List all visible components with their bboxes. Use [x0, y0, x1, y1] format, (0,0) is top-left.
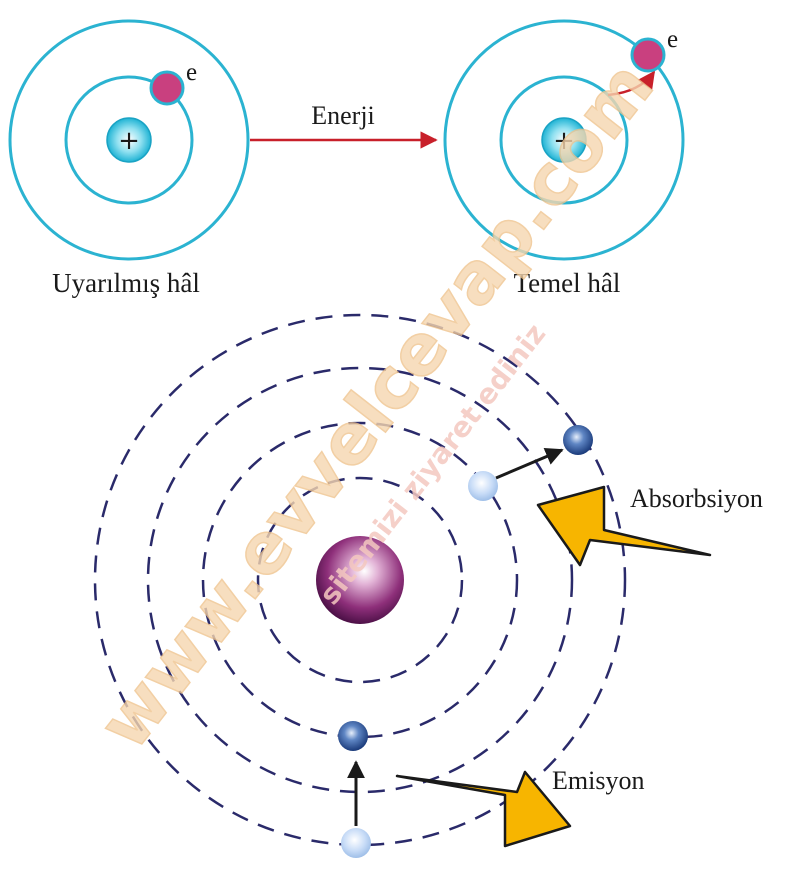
energy-label: Enerji	[311, 101, 375, 130]
watermark-main: www.evvelcevap.com	[83, 46, 669, 764]
outer-orbit-left	[8, 19, 250, 261]
dashed-orbit-3	[146, 366, 574, 794]
inner-orbit-left	[64, 75, 194, 205]
electron-label-right: e	[667, 26, 678, 53]
outer-orbit-right	[443, 19, 685, 261]
watermark: www.evvelcevap.com sitemizi ziyaret edin…	[82, 45, 670, 765]
excited-caption: Uyarılmış hâl	[52, 268, 200, 298]
inner-orbit-right	[499, 75, 629, 205]
nucleus-plus-right: +	[553, 126, 575, 156]
dashed-orbit-4	[93, 313, 627, 847]
absorption-electron-start	[468, 471, 498, 501]
nucleus-right	[541, 117, 587, 163]
emission-label: Emisyon	[552, 766, 644, 795]
transition-arrow	[607, 70, 656, 97]
emission-electron-end	[338, 721, 368, 751]
absorption-photon-arrow	[536, 485, 712, 567]
ground-caption: Temel hâl	[514, 268, 621, 298]
absorption-label: Absorbsiyon	[630, 484, 763, 513]
bohr-model	[93, 313, 627, 847]
emission-electron-start	[341, 828, 371, 858]
dashed-orbit-1	[256, 476, 464, 684]
ground-atom: + e	[443, 19, 685, 261]
absorption-electron-end	[563, 425, 593, 455]
electron-left	[149, 70, 185, 106]
excited-atom: + e	[8, 19, 250, 261]
emission-photon-arrow	[395, 770, 572, 848]
electron-label-left: e	[186, 59, 197, 86]
dashed-orbit-2	[201, 421, 519, 739]
nucleus-plus-left: +	[118, 126, 140, 156]
nucleus-left	[106, 117, 152, 163]
absorption-jump-arrow	[495, 448, 564, 480]
big-nucleus	[316, 536, 404, 624]
electron-right	[630, 37, 666, 73]
